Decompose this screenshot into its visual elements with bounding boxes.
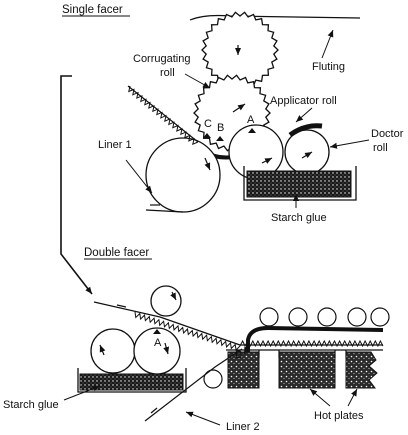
double-facer-fluted-board <box>134 311 384 352</box>
hot-plate-2 <box>278 351 336 389</box>
fluting-paper <box>189 14 361 21</box>
double-facer-board-top <box>159 316 241 346</box>
liner2-paper <box>144 348 243 422</box>
applicator-roll-label: Applicator roll <box>270 95 337 107</box>
corrugating-roll-label-2: roll <box>160 67 175 79</box>
hot-plates-pointer-2 <box>347 388 358 407</box>
pressing-roll-3 <box>317 307 337 327</box>
single-facer-heading: Single facer <box>62 4 123 16</box>
pressing-roll-1 <box>259 307 279 327</box>
double-facer-section: Double facer <box>3 247 390 433</box>
hot-plate-1 <box>227 351 260 389</box>
liner2-guide-roll <box>203 369 223 389</box>
fluting-label: Fluting <box>312 61 345 73</box>
hot-plates-pointer-1 <box>309 388 331 407</box>
double-facer-point-a-marker <box>153 329 161 334</box>
upper-corrugating-roll-gear <box>201 11 279 89</box>
liner2-label: Liner 2 <box>226 421 260 433</box>
liner1-pointer <box>125 159 153 194</box>
corrugating-roll-label-1: Corrugating <box>133 53 190 65</box>
pressing-roll-2 <box>288 307 308 327</box>
single-facer-point-b: B <box>217 122 224 134</box>
applicator-roll-rotation-arrow <box>261 157 273 164</box>
doctor-roll-label-1: Doctor <box>371 128 404 140</box>
liner1-fluted-web <box>128 85 199 146</box>
single-face-web-in <box>93 301 161 318</box>
liner1-roll <box>145 137 221 213</box>
double-facer-starch-glue-label: Starch glue <box>3 399 59 411</box>
liner2-feed-arrow <box>150 407 158 414</box>
applicator-shoe <box>288 123 323 138</box>
pressing-roll-5 <box>370 307 390 327</box>
doctor-roll-label-2: roll <box>373 142 388 154</box>
double-facer-point-b: B <box>235 349 242 361</box>
double-facer-point-a: A <box>154 337 162 349</box>
point-b-marker <box>216 136 224 141</box>
transfer-line <box>60 75 93 295</box>
single-face-web-arrow <box>116 304 127 308</box>
single-facer-section: Single facer Corrug <box>62 4 404 224</box>
double-facer-heading: Double facer <box>84 247 149 259</box>
hot-plate-rail <box>226 349 383 358</box>
point-c-marker <box>203 133 211 138</box>
double-facer-point-b-marker <box>243 345 250 355</box>
double-facer-applicator-roll-arrow <box>163 342 170 355</box>
double-facer-doctor-roll-arrow <box>99 344 106 356</box>
hot-plate-3 <box>345 351 378 389</box>
corrugating-roll-pointer <box>184 73 211 89</box>
double-facer-doctor-roll <box>90 328 136 374</box>
doctor-roll-pointer <box>329 139 370 149</box>
upper-corrugating-roll <box>201 11 279 89</box>
single-facer-point-a: A <box>247 114 255 126</box>
fluting-pointer <box>321 29 334 59</box>
single-facer-starch-glue-bath <box>246 170 352 198</box>
double-facer-trough <box>77 368 187 393</box>
pressing-roll-4 <box>347 307 367 327</box>
applicator-roll-pointer <box>295 107 313 123</box>
single-facer-trough <box>243 166 357 201</box>
hot-plates-label: Hot plates <box>314 410 364 422</box>
double-facer-starch-glue-bath <box>79 373 184 391</box>
double-facer-applicator-roll <box>133 327 181 375</box>
rider-roll-arrow <box>170 291 177 301</box>
lower-roll-rotation-arrow <box>232 103 246 113</box>
single-facer-starch-glue-label: Starch glue <box>271 212 327 224</box>
liner2-pointer <box>185 411 221 426</box>
liner1-label: Liner 1 <box>98 139 132 151</box>
doctor-roll-rotation-arrow <box>301 151 313 159</box>
pressing-belt <box>246 325 384 352</box>
point-a-marker <box>248 128 256 133</box>
double-facer-starch-glue-pointer <box>63 385 101 401</box>
rider-roll <box>150 285 182 317</box>
liner1-roll-rotation-arrow <box>204 157 211 171</box>
single-facer-point-c: C <box>204 118 212 130</box>
